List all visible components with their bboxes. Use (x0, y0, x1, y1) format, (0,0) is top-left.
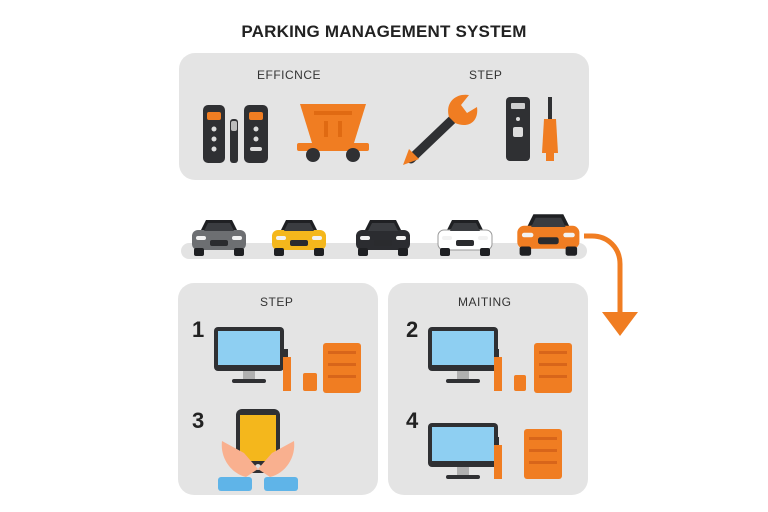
car-icon (272, 220, 326, 256)
cabinet-icon (494, 343, 572, 393)
top-panel: EFFICNCE STEP (179, 53, 589, 180)
wrench-icon (403, 94, 478, 165)
page-title: PARKING MANAGEMENT SYSTEM (241, 22, 527, 41)
payment-terminal-icon (506, 97, 558, 161)
car-icon (517, 214, 580, 256)
top-panel-label-left: EFFICNCE (257, 68, 321, 82)
car-icon (356, 220, 410, 256)
smartphone-icon (218, 409, 298, 491)
computer-icon (214, 327, 284, 383)
step-number-2: 2 (406, 317, 419, 342)
down-arrow-icon (584, 233, 638, 336)
parking-meter-icon (203, 105, 268, 163)
cart-icon (297, 104, 369, 162)
cars-row (192, 214, 580, 256)
top-panel-label-right: STEP (469, 68, 503, 82)
maiting-panel: MAITING 2 4 (388, 283, 588, 495)
step-panel: STEP 1 3 (178, 283, 378, 495)
car-icon (437, 220, 493, 256)
step-number-1: 1 (192, 317, 205, 342)
computer-icon (428, 327, 498, 383)
step-number-4: 4 (406, 408, 419, 433)
cabinet-icon (494, 429, 562, 479)
computer-icon (428, 423, 498, 479)
step-panel-label: STEP (260, 295, 294, 309)
cabinet-icon (283, 343, 361, 393)
maiting-panel-label: MAITING (458, 295, 512, 309)
car-icon (192, 220, 246, 256)
step-number-3: 3 (192, 408, 205, 433)
